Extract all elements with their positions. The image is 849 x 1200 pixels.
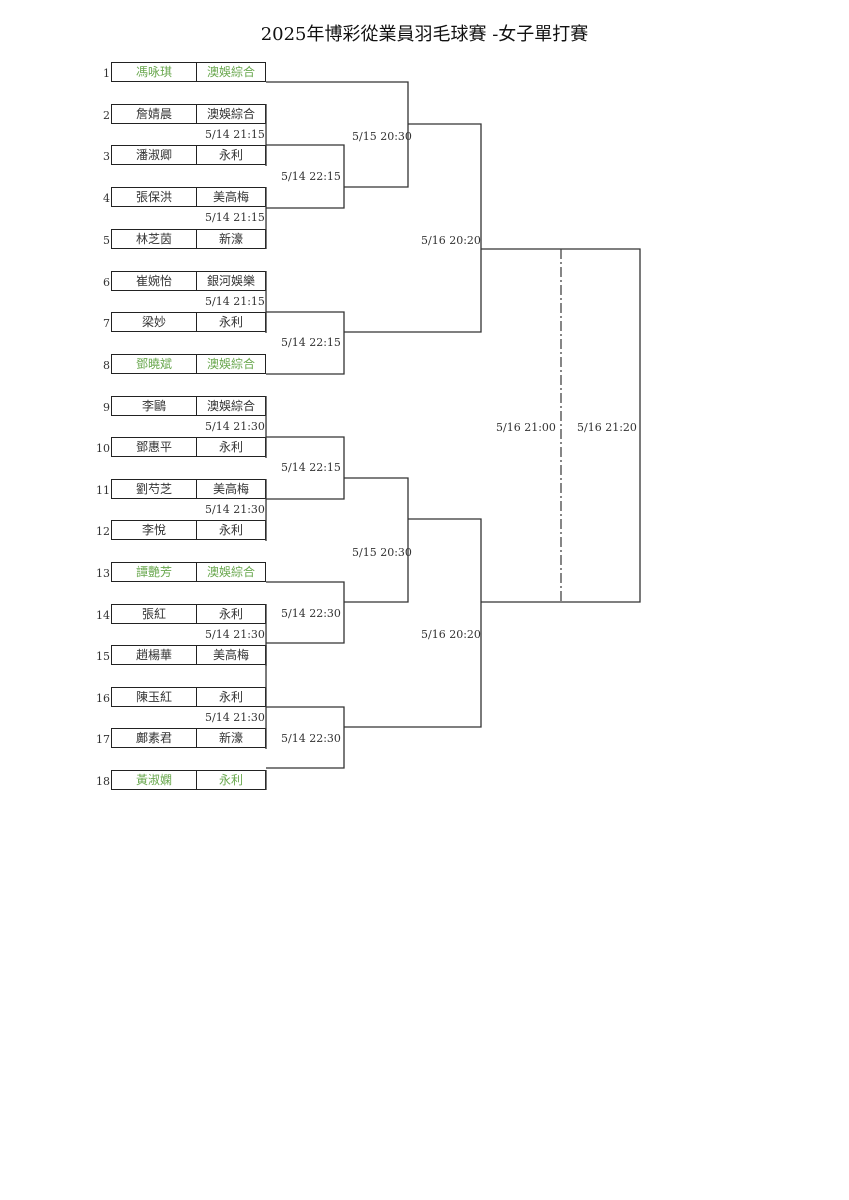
player-number: 4 xyxy=(103,192,110,205)
player-team: 永利 xyxy=(218,607,243,621)
player-row: 李悅 永利 xyxy=(111,520,266,540)
player-name: 譚艷芳 xyxy=(112,563,197,581)
match-time: 5/14 22:15 xyxy=(281,461,341,474)
player-number: 16 xyxy=(96,692,110,705)
page-title: 2025年博彩從業員羽毛球賽 -女子單打賽 xyxy=(260,24,589,45)
player-name: 梁妙 xyxy=(112,313,197,331)
match-time: 5/15 20:30 xyxy=(352,130,412,143)
player-row: 潘淑卿 永利 xyxy=(111,145,266,165)
player-name: 崔婉怡 xyxy=(112,272,197,290)
player-number: 6 xyxy=(103,276,110,289)
player-number: 12 xyxy=(96,525,110,538)
match-time: 5/15 20:30 xyxy=(352,546,412,559)
player-name: 潘淑卿 xyxy=(112,146,197,164)
player-team: 永利 xyxy=(218,773,243,787)
bracket-line xyxy=(266,706,345,769)
player-number: 14 xyxy=(96,609,110,622)
player-team: 美高梅 xyxy=(212,648,249,662)
player-row: 劉芍芝 美高梅 xyxy=(111,479,266,499)
match-time: 5/14 22:15 xyxy=(281,170,341,183)
match-time: 5/14 22:30 xyxy=(281,607,341,620)
match-time: 5/16 20:20 xyxy=(421,234,481,247)
match-time: 5/14 21:15 xyxy=(205,128,265,141)
player-name: 李悅 xyxy=(112,521,197,539)
player-number: 13 xyxy=(96,567,110,580)
match-time: 5/14 21:30 xyxy=(205,420,265,433)
player-team: 澳娛綜合 xyxy=(206,65,255,79)
player-team: 永利 xyxy=(218,523,243,537)
player-number: 9 xyxy=(103,401,110,414)
bracket-line xyxy=(344,123,482,333)
bracket-line xyxy=(344,477,409,603)
player-row: 李鷗澳娛綜合 xyxy=(111,396,266,416)
player-team: 新濠 xyxy=(218,731,243,745)
player-number: 10 xyxy=(96,442,110,455)
player-team: 永利 xyxy=(218,440,243,454)
bracket-line xyxy=(266,581,345,644)
player-number: 7 xyxy=(103,317,110,330)
player-team: 新濠 xyxy=(218,232,243,246)
player-row: 鄧曉斌澳娛綜合 xyxy=(111,354,266,374)
player-row: 鄧惠平 永利 xyxy=(111,437,266,457)
player-row: 馮咏琪澳娛綜合 xyxy=(111,62,266,82)
bracket-line xyxy=(344,518,482,728)
match-time: 5/14 21:15 xyxy=(205,211,265,224)
match-time: 5/14 21:30 xyxy=(205,628,265,641)
player-row: 張紅 永利 xyxy=(111,604,266,624)
player-team: 銀河娛樂 xyxy=(206,274,255,288)
player-name: 陳玉紅 xyxy=(112,688,197,706)
final-time: 5/16 21:20 xyxy=(577,421,637,434)
bracket-line xyxy=(266,436,345,500)
player-team: 永利 xyxy=(218,690,243,704)
player-row: 趙楊華 美高梅 xyxy=(111,645,266,665)
player-number: 1 xyxy=(103,67,110,80)
match-time: 5/14 21:30 xyxy=(205,503,265,516)
player-name: 鄧曉斌 xyxy=(112,355,197,373)
match-time: 5/14 22:30 xyxy=(281,732,341,745)
player-team: 永利 xyxy=(218,315,243,329)
player-team: 澳娛綜合 xyxy=(206,357,255,371)
player-row: 譚艷芳澳娛綜合 xyxy=(111,562,266,582)
match-time: 5/14 22:15 xyxy=(281,336,341,349)
player-number: 8 xyxy=(103,359,110,372)
player-row: 鄺素君 新濠 xyxy=(111,728,266,748)
match-time: 5/14 21:30 xyxy=(205,711,265,724)
player-name: 劉芍芝 xyxy=(112,480,197,498)
match-time: 5/14 21:15 xyxy=(205,295,265,308)
player-name: 張紅 xyxy=(112,605,197,623)
player-number: 2 xyxy=(103,109,110,122)
bracket-line xyxy=(266,144,345,209)
player-row: 張保洪 美高梅 xyxy=(111,187,266,207)
player-team: 澳娛綜合 xyxy=(206,399,255,413)
player-name: 張保洪 xyxy=(112,188,197,206)
player-team: 澳娛綜合 xyxy=(206,107,255,121)
player-number: 15 xyxy=(96,650,110,663)
player-name: 林芝茵 xyxy=(112,230,197,248)
player-number: 3 xyxy=(103,150,110,163)
player-team: 美高梅 xyxy=(212,190,249,204)
player-name: 鄺素君 xyxy=(112,729,197,747)
bracket-line xyxy=(266,81,409,188)
player-number: 5 xyxy=(103,234,110,247)
player-number: 18 xyxy=(96,775,110,788)
player-row: 林芝茵 新濠 xyxy=(111,229,266,249)
player-row: 梁妙 永利 xyxy=(111,312,266,332)
player-name: 黃淑嫻 xyxy=(112,771,197,789)
player-team: 澳娛綜合 xyxy=(206,565,255,579)
player-row: 黃淑嫻 永利 xyxy=(111,770,266,790)
player-team: 永利 xyxy=(218,148,243,162)
player-row: 崔婉怡銀河娛樂 xyxy=(111,271,266,291)
player-name: 馮咏琪 xyxy=(112,63,197,81)
match-time: 5/16 20:20 xyxy=(421,628,481,641)
player-name: 鄧惠平 xyxy=(112,438,197,456)
bracket-line xyxy=(266,311,345,375)
player-name: 趙楊華 xyxy=(112,646,197,664)
player-row: 詹婧晨澳娛綜合 xyxy=(111,104,266,124)
player-number: 17 xyxy=(96,733,110,746)
player-number: 11 xyxy=(96,484,110,497)
player-name: 詹婧晨 xyxy=(112,105,197,123)
final-time: 5/16 21:00 xyxy=(496,421,556,434)
player-team: 美高梅 xyxy=(212,482,249,496)
player-name: 李鷗 xyxy=(112,397,197,415)
